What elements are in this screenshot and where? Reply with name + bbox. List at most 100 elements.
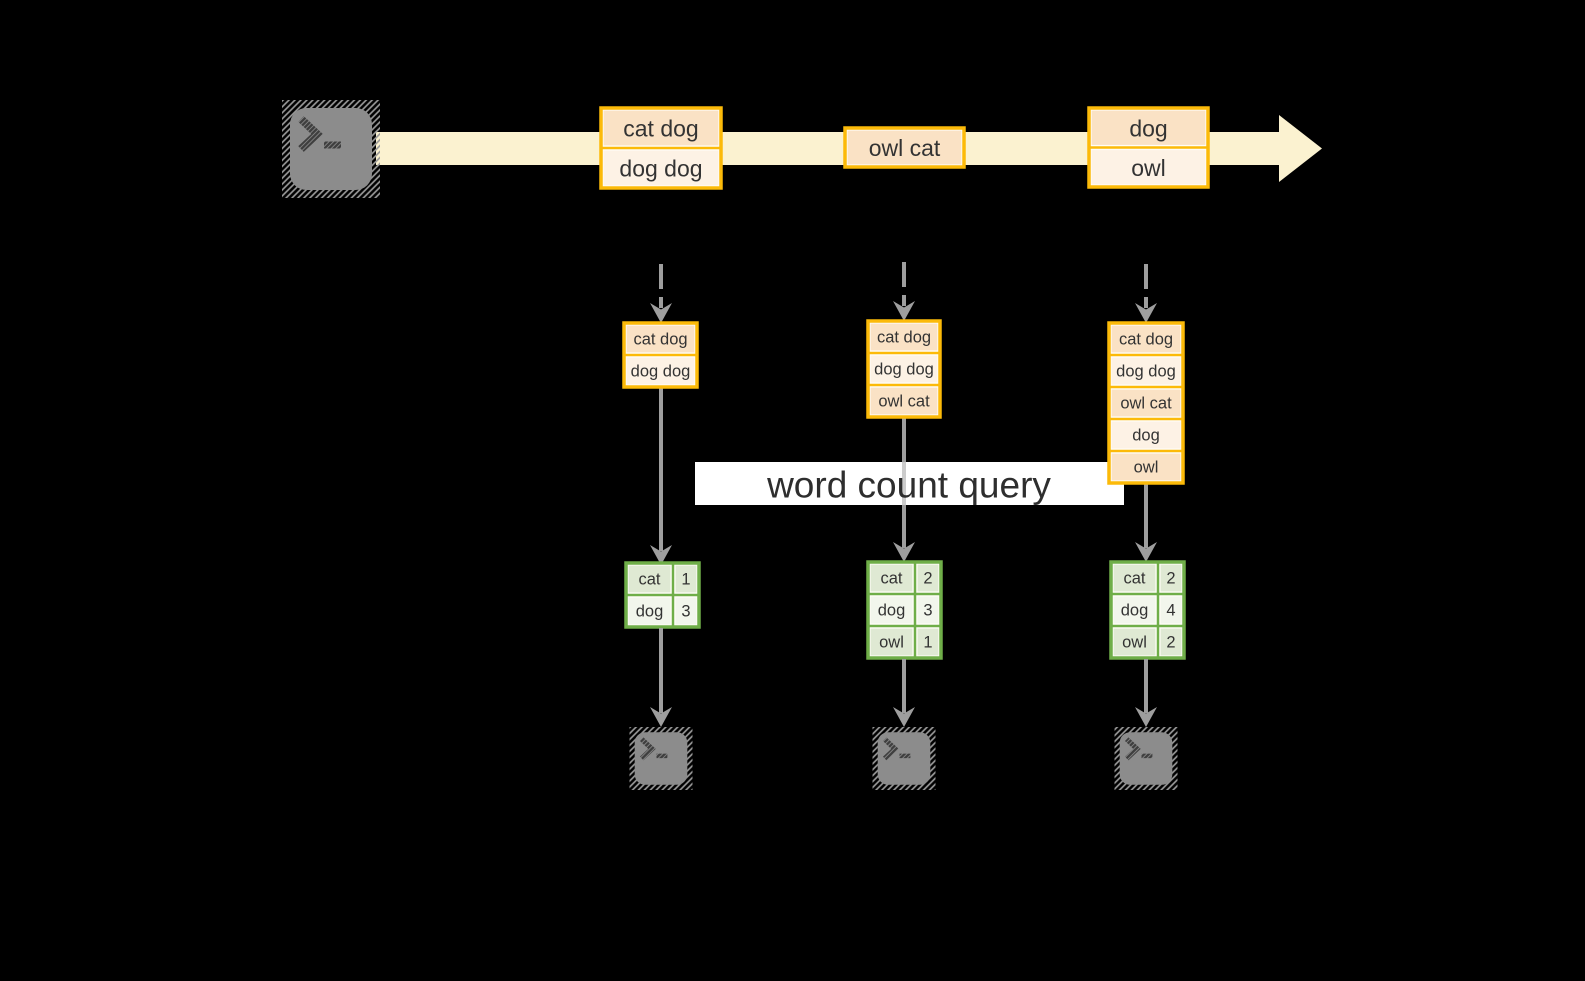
word-cell-fill (870, 628, 913, 656)
timeline-window-3: dog owl (1087, 106, 1210, 189)
count-value-cell: 1 (923, 634, 932, 652)
count-table-border (624, 561, 701, 629)
count-value-cell: 1 (681, 571, 690, 589)
box-row-fill (1111, 421, 1181, 449)
count-table-border (1109, 560, 1186, 660)
buffer-stack-3: cat dog dog dog owl cat dog owl (1107, 321, 1185, 485)
box-row-fill (626, 325, 695, 353)
count-cell-fill (675, 597, 697, 625)
count-value-cell: 3 (681, 603, 690, 621)
count-word-cell: cat (1123, 570, 1145, 588)
count-word-cell: owl (879, 634, 904, 652)
sink-arrow-1 (650, 628, 672, 727)
query-banner: word count query (695, 462, 1124, 506)
dashed-arrow-2 (893, 262, 915, 321)
box-row-label: owl cat (878, 393, 930, 411)
query-banner-label: word count query (766, 465, 1051, 506)
box-row-fill (847, 130, 962, 165)
box-row-fill (603, 150, 719, 186)
terminal-prompt-chevron-icon (1124, 737, 1141, 761)
box-row-fill (1091, 150, 1206, 185)
count-cell-fill (1160, 596, 1182, 624)
box-row-fill (870, 355, 938, 383)
timeline-window-2: owl cat (843, 126, 966, 169)
word-cell-fill (1113, 596, 1156, 624)
word-cell-fill (870, 564, 913, 592)
count-word-cell: dog (636, 603, 664, 621)
word-cell-fill (628, 597, 671, 625)
count-table-3: cat 2 dog 4 owl 2 (1109, 560, 1186, 660)
count-table-border (866, 560, 943, 660)
box-row-fill (603, 110, 719, 146)
count-cell-fill (1160, 564, 1182, 592)
box-row-label: owl (1134, 459, 1159, 477)
word-cell-fill (870, 596, 913, 624)
word-cell-fill (1113, 628, 1156, 656)
box-row-label: owl cat (869, 135, 941, 161)
count-table-1: cat 1 dog 3 (624, 561, 701, 629)
box-border (866, 319, 942, 419)
stream-arrowhead (1279, 115, 1322, 182)
box-row-fill (870, 387, 938, 415)
count-cell-fill (917, 564, 939, 592)
count-table-2: cat 2 dog 3 owl 1 (866, 560, 943, 660)
box-border (843, 126, 966, 169)
box-row-label: dog dog (1116, 363, 1176, 381)
count-cell-fill (675, 565, 697, 593)
box-row-label: cat dog (623, 116, 698, 142)
sink-arrow-3 (1135, 659, 1157, 727)
count-value-cell: 2 (1166, 634, 1175, 652)
sink-terminal-icon-1 (629, 727, 693, 790)
box-row-fill (626, 357, 695, 385)
buffer-stack-2: cat dog dog dog owl cat (866, 319, 942, 419)
word-cell-fill (1113, 564, 1156, 592)
count-word-cell: owl (1122, 634, 1147, 652)
box-row-fill (1111, 389, 1181, 417)
timeline-window-1: cat dog dog dog (599, 106, 723, 190)
count-cell-fill (917, 596, 939, 624)
box-row-label: cat dog (877, 329, 931, 347)
box-row-fill (1111, 325, 1181, 353)
box-row-fill (1111, 357, 1181, 385)
source-terminal-icon (282, 100, 380, 198)
box-border (622, 321, 699, 389)
box-row-fill (1111, 453, 1181, 481)
word-cell-fill (628, 565, 671, 593)
box-row-label: dog dog (631, 363, 691, 381)
box-border (1107, 321, 1185, 485)
box-row-label: owl cat (1120, 395, 1172, 413)
box-row-label: dog dog (874, 361, 934, 379)
sink-terminal-icon-3 (1114, 727, 1178, 790)
query-arrows (650, 388, 1157, 565)
query-arrow-3 (1135, 482, 1157, 562)
box-row-label: dog dog (619, 156, 702, 182)
terminal-prompt-chevron-icon (298, 116, 323, 152)
count-word-cell: dog (1121, 602, 1149, 620)
dashed-arrows (650, 262, 1157, 323)
dashed-arrow-1 (650, 264, 672, 323)
box-row-fill (1091, 110, 1206, 145)
count-word-cell: dog (878, 602, 906, 620)
sink-arrow-2 (893, 659, 915, 727)
count-value-cell: 4 (1166, 602, 1175, 620)
box-row-fill (870, 323, 938, 351)
count-word-cell: cat (638, 571, 660, 589)
count-value-cell: 3 (923, 602, 932, 620)
dashed-arrow-3 (1135, 264, 1157, 323)
box-row-label: cat dog (1119, 331, 1173, 349)
terminal-prompt-chevron-icon (639, 737, 656, 761)
count-value-cell: 2 (1166, 570, 1175, 588)
box-border (599, 106, 723, 190)
count-word-cell: cat (880, 570, 902, 588)
count-value-cell: 2 (923, 570, 932, 588)
box-row-label: dog (1129, 115, 1167, 141)
buffer-stack-1: cat dog dog dog (622, 321, 699, 389)
box-border (1087, 106, 1210, 189)
count-cell-fill (917, 628, 939, 656)
box-row-label: dog (1132, 427, 1160, 445)
query-banner-background (695, 462, 1124, 505)
box-row-label: cat dog (633, 331, 687, 349)
terminal-prompt-chevron-icon (882, 737, 899, 761)
sink-terminal-icon-2 (872, 727, 936, 790)
